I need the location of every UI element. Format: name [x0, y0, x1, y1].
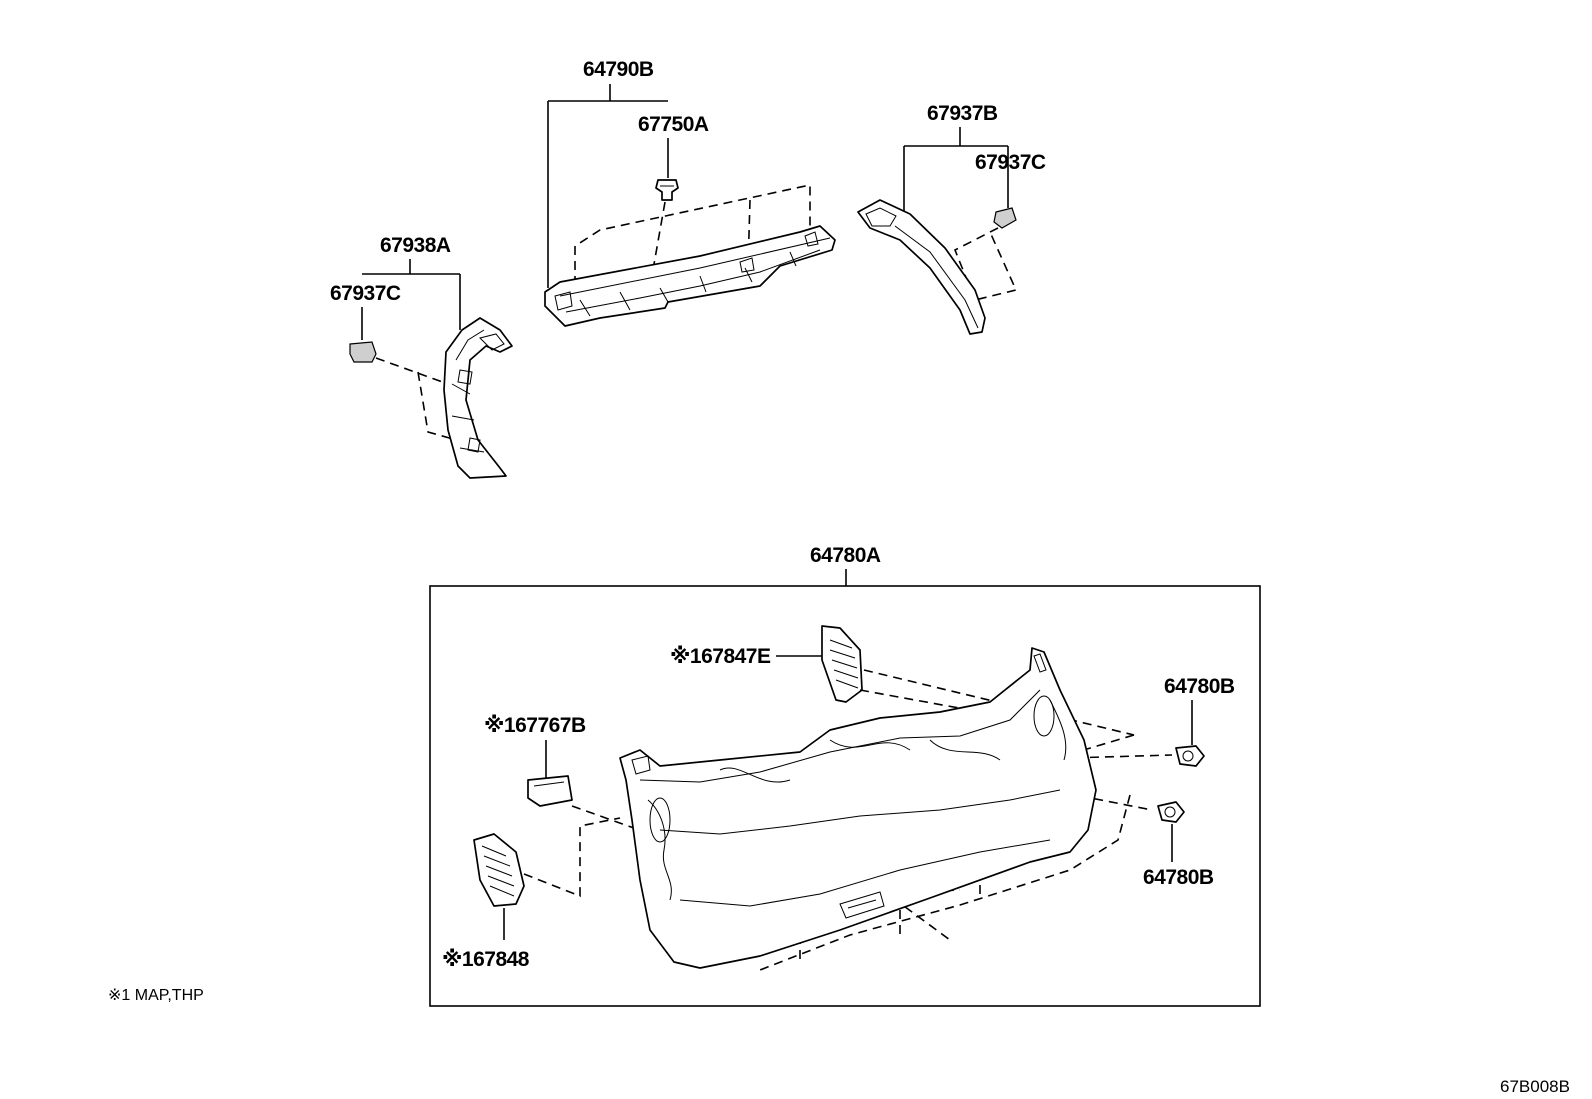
- footnote: ※1 MAP,THP: [108, 987, 204, 1004]
- back-door-trim-board-64780A[interactable]: [619, 647, 1097, 969]
- clip-67750A[interactable]: [655, 179, 679, 201]
- clip-64780B-top[interactable]: [1175, 745, 1205, 767]
- label-67847E[interactable]: ※167847E: [670, 645, 771, 668]
- clip-64780B-bottom[interactable]: [1157, 801, 1185, 823]
- label-64780A[interactable]: 64780A: [810, 544, 881, 567]
- label-67767B[interactable]: ※167767B: [484, 714, 586, 737]
- upper-trim-panel-64790B[interactable]: [544, 225, 836, 327]
- grille-67848[interactable]: [473, 833, 525, 907]
- label-67937C-left[interactable]: 67937C: [330, 282, 401, 305]
- label-64780B-top[interactable]: 64780B: [1164, 675, 1235, 698]
- dashed-guides-67937B: [953, 227, 1018, 301]
- label-64790B[interactable]: 64790B: [583, 58, 654, 81]
- label-67848[interactable]: ※167848: [442, 948, 530, 971]
- clip-67937C-right[interactable]: [993, 207, 1017, 229]
- label-64780B-bottom[interactable]: 64780B: [1143, 866, 1214, 889]
- leader-67937B: [903, 127, 1008, 222]
- assembly-frame-64780A: [429, 585, 1261, 1007]
- leader-64790B: [547, 84, 668, 288]
- grille-67847E[interactable]: [821, 625, 863, 703]
- diagram-code: 67B008B: [1500, 1077, 1570, 1096]
- label-67937C-right[interactable]: 67937C: [975, 151, 1046, 174]
- label-67938A[interactable]: 67938A: [380, 234, 451, 257]
- right-pillar-trim-67937B[interactable]: [857, 199, 986, 335]
- clip-67937C-left[interactable]: [349, 341, 377, 363]
- leader-67938A: [362, 259, 461, 330]
- cover-67767B[interactable]: [527, 775, 573, 807]
- left-pillar-trim-67938A[interactable]: [443, 317, 513, 479]
- label-67937B[interactable]: 67937B: [927, 102, 998, 125]
- label-67750A[interactable]: 67750A: [638, 113, 709, 136]
